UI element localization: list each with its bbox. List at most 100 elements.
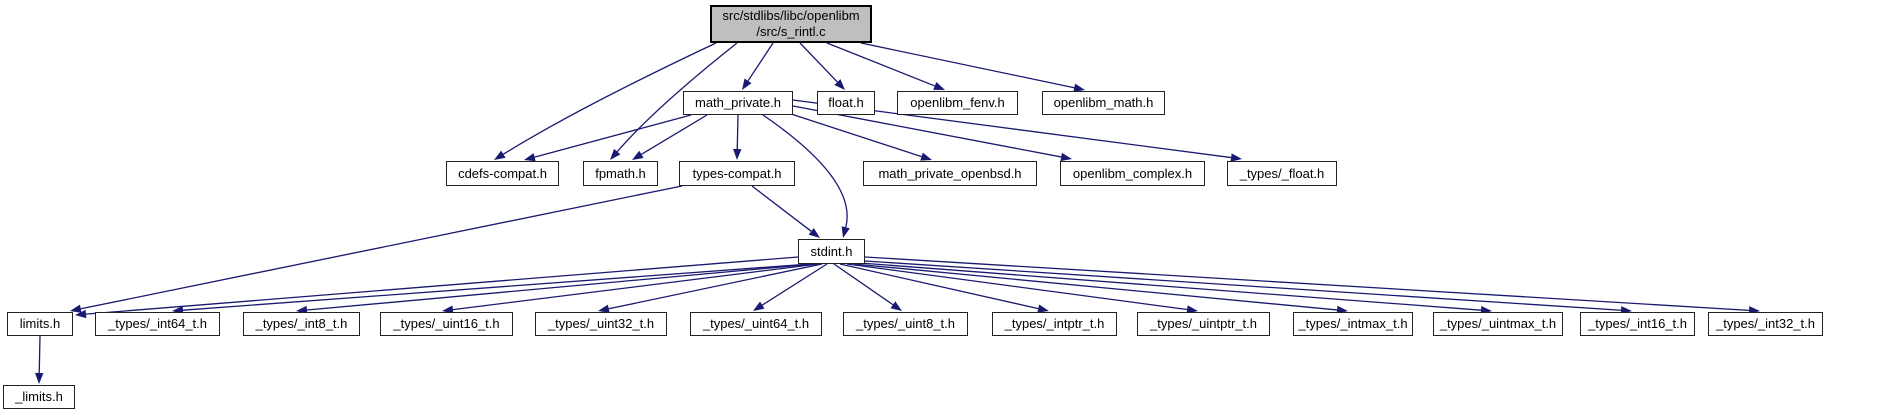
edge-math_private-to-fpmath (641, 114, 708, 155)
edge-root-to-openlibm_math (860, 42, 1075, 89)
arrowhead-stdint-to-uint8 (890, 301, 902, 311)
graph-node-openlibm-complex[interactable]: openlibm_complex.h (1060, 161, 1205, 186)
arrowhead-math_private-to-math_private_openbsd (920, 152, 932, 161)
arrowhead-root-to-float (834, 79, 845, 90)
arrowhead-types_compat-to-stdint (808, 227, 820, 238)
graph-node-uint16[interactable]: _types/_uint16_t.h (380, 312, 513, 336)
graph-node-openlibm-fenv[interactable]: openlibm_fenv.h (897, 91, 1018, 115)
graph-node--limits[interactable]: _limits.h (3, 385, 75, 409)
graph-node-label: openlibm_math.h (1053, 95, 1154, 111)
graph-node-label: _types/_uint16_t.h (393, 316, 500, 332)
arrowhead-stdint-to-limits (75, 309, 87, 319)
graph-node-label: _types/_uint8_t.h (855, 316, 956, 332)
graph-node-label: math_private.h (695, 95, 781, 111)
graph-node-label: _types/_uint64_t.h (702, 316, 810, 332)
edge-root-to-fpmath (616, 42, 738, 153)
edge-stdint-to-intptr (839, 263, 1039, 310)
arrowhead-math_private-to-stdint (841, 226, 850, 238)
graph-node-label: _types/_float.h (1239, 165, 1325, 181)
graph-node-float[interactable]: float.h (817, 91, 875, 115)
graph-node-label: _types/_int16_t.h (1587, 316, 1688, 332)
graph-node-int32[interactable]: _types/_int32_t.h (1708, 312, 1823, 336)
graph-node-label: _types/_int32_t.h (1715, 316, 1816, 332)
edge-stdint-to-limits (85, 256, 799, 315)
graph-node-label: math_private_openbsd.h (878, 165, 1022, 181)
graph-node-uint8[interactable]: _types/_uint8_t.h (843, 312, 968, 336)
edge-stdint-to-uintptr (846, 263, 1188, 311)
graph-node-label: types-compat.h (692, 165, 782, 181)
graph-node-uintmax[interactable]: _types/_uintmax_t.h (1433, 312, 1563, 336)
graph-node-types-compat[interactable]: types-compat.h (679, 161, 795, 186)
graph-node-label: _limits.h (15, 389, 63, 405)
graph-node-uint32[interactable]: _types/_uint32_t.h (535, 312, 667, 336)
arrowhead-stdint-to-uint32 (598, 304, 610, 313)
graph-node-label: _types/_intmax_t.h (1298, 316, 1408, 332)
edge-limits-to-_limits (38, 335, 41, 374)
arrowhead-root-to-math_private (742, 78, 752, 90)
graph-node-label: _types/_uintptr_t.h (1150, 316, 1257, 332)
arrowhead-math_private-to-cdefs_compat (524, 153, 536, 162)
edge-math_private-to-cdefs_compat (534, 114, 692, 158)
graph-node-label: openlibm_fenv.h (910, 95, 1005, 111)
graph-node-types-float[interactable]: _types/_float.h (1227, 161, 1337, 186)
graph-node-label: _types/_uintmax_t.h (1439, 316, 1557, 332)
arrowhead-root-to-cdefs_compat (494, 150, 506, 160)
edge-stdint-to-uint64 (761, 263, 828, 306)
edge-math_private-to-math_private_openbsd (787, 112, 922, 158)
graph-node-uintptr[interactable]: _types/_uintptr_t.h (1137, 312, 1270, 336)
edge-root-to-float (799, 42, 838, 83)
graph-node-stdint[interactable]: stdint.h (798, 239, 865, 264)
graph-node-label: cdefs-compat.h (458, 165, 547, 181)
arrowhead-stdint-to-intptr (1037, 304, 1049, 313)
graph-node-int16[interactable]: _types/_int16_t.h (1580, 312, 1695, 336)
edge-root-to-math_private (747, 42, 774, 82)
graph-node-math-private[interactable]: math_private.h (683, 91, 793, 115)
edge-stdint-to-int16 (864, 260, 1622, 311)
edge-stdint-to-int64 (182, 263, 811, 311)
edge-stdint-to-uintmax (859, 262, 1482, 311)
graph-node-label: _types/_int8_t.h (255, 316, 348, 332)
graph-node-math-private-openbsd[interactable]: math_private_openbsd.h (863, 161, 1037, 186)
arrowhead-limits-to-_limits (35, 372, 44, 384)
graph-node-label: stdint.h (810, 243, 853, 259)
edge-math_private-to-types_compat (736, 114, 739, 150)
edge-stdint-to-uint32 (608, 263, 823, 310)
graph-node-cdefs-compat[interactable]: cdefs-compat.h (446, 161, 559, 186)
graph-node-label: _types/_intptr_t.h (1004, 316, 1105, 332)
graph-node-label: float.h (828, 95, 864, 111)
arrowhead-types_compat-to-limits (70, 304, 82, 313)
graph-node-root[interactable]: src/stdlibs/libc/openlibm /src/s_rintl.c (710, 5, 872, 43)
edge-root-to-cdefs_compat (503, 42, 717, 155)
edge-stdint-to-int8 (306, 263, 815, 311)
edge-stdint-to-int32 (864, 256, 1750, 311)
arrowhead-math_private-to-types_compat (733, 148, 742, 160)
arrowhead-stdint-to-uintptr (1186, 305, 1198, 314)
graph-node-label: openlibm_complex.h (1072, 165, 1193, 181)
graph-node-label: fpmath.h (595, 165, 646, 181)
graph-node-label: src/stdlibs/libc/openlibm /src/s_rintl.c (722, 8, 860, 39)
arrowhead-math_private-to-fpmath (632, 150, 644, 160)
graph-node-openlibm-math[interactable]: openlibm_math.h (1042, 91, 1165, 115)
arrowhead-stdint-to-uint64 (753, 301, 765, 311)
arrowhead-root-to-fpmath (610, 148, 621, 160)
edge-types_compat-to-stdint (751, 185, 812, 232)
arrowhead-root-to-openlibm_fenv (933, 82, 945, 90)
edge-stdint-to-uint8 (833, 263, 894, 306)
graph-node-fpmath[interactable]: fpmath.h (583, 161, 658, 186)
arrowhead-math_private-to-openlibm_complex (1060, 152, 1072, 162)
graph-node-intmax[interactable]: _types/_intmax_t.h (1293, 312, 1413, 336)
graph-node-int8[interactable]: _types/_int8_t.h (243, 312, 360, 336)
edge-math_private-to-stdint (762, 114, 848, 228)
graph-node-label: _types/_uint32_t.h (547, 316, 655, 332)
graph-node-int64[interactable]: _types/_int64_t.h (95, 312, 220, 336)
graph-node-limits[interactable]: limits.h (7, 312, 73, 336)
arrowhead-math_private-to-types_float (1230, 153, 1242, 162)
arrowhead-stdint-to-uint16 (442, 305, 454, 314)
graph-node-label: _types/_int64_t.h (107, 316, 208, 332)
edge-stdint-to-uint16 (452, 263, 819, 311)
graph-node-uint64[interactable]: _types/_uint64_t.h (690, 312, 822, 336)
edge-root-to-openlibm_fenv (826, 42, 936, 87)
graph-node-intptr[interactable]: _types/_intptr_t.h (992, 312, 1117, 336)
